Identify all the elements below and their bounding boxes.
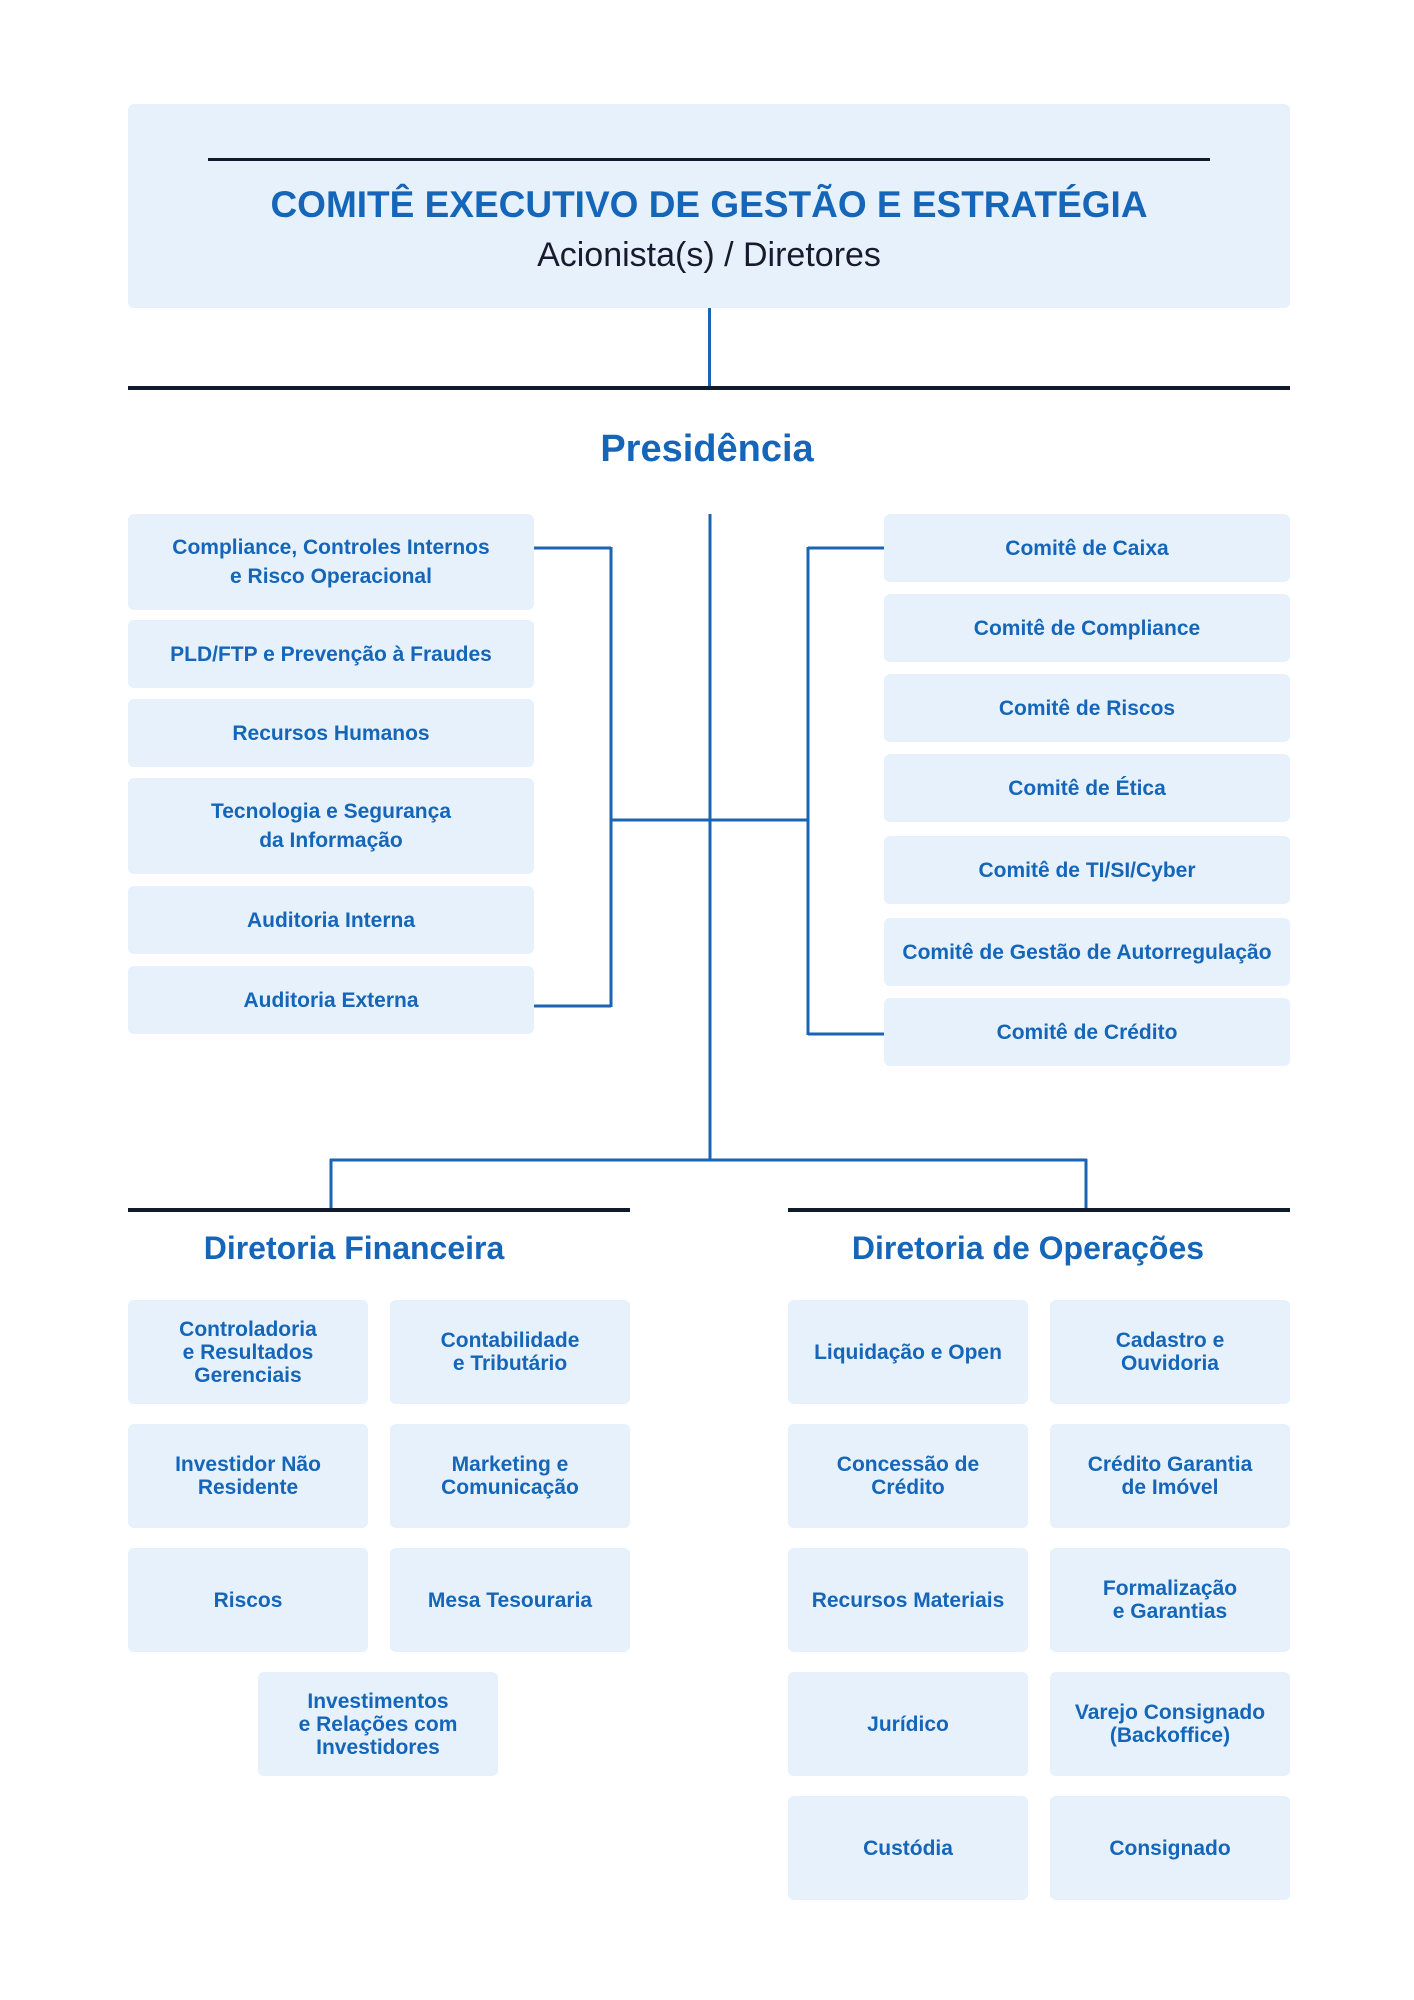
operacoes-item-label: Recursos Materiais: [811, 1588, 1005, 1612]
presidencia-left-item: Tecnologia e Segurança da Informação: [128, 778, 534, 874]
operacoes-item-label: Concessão de Crédito: [836, 1453, 980, 1499]
presidencia-right-item: Comitê de Caixa: [884, 514, 1290, 582]
financeira-title: Diretoria Financeira: [203, 1230, 505, 1266]
financeira-item-label: Mesa Tesouraria: [427, 1588, 593, 1612]
rule-financeira: [128, 1208, 630, 1212]
rule-top: [128, 386, 1290, 390]
presidencia-left-item-label: Auditoria Interna: [246, 908, 415, 932]
presidencia-right-item: Comitê de Crédito: [884, 998, 1290, 1066]
financeira-item-label: Marketing e Comunicação: [441, 1453, 579, 1499]
financeira-item-label: Contabilidade e Tributário: [440, 1329, 580, 1375]
financeira-item: Riscos: [128, 1548, 368, 1652]
presidencia-right-item: Comitê de Riscos: [884, 674, 1290, 742]
operacoes-item: Jurídico: [788, 1672, 1028, 1776]
header-subtitle: Acionista(s) / Diretores: [537, 236, 881, 274]
operacoes-item-label: Custódia: [863, 1836, 953, 1860]
operacoes-title: Diretoria de Operações: [851, 1230, 1205, 1266]
operacoes-item-label: Cadastro e Ouvidoria: [1115, 1329, 1225, 1375]
presidencia-right-item: Comitê de Compliance: [884, 594, 1290, 662]
financeira-item: Investidor Não Residente: [128, 1424, 368, 1528]
financeira-item-label: Investimentos e Relações com Investidore…: [298, 1689, 458, 1759]
operacoes-item-label: Consignado: [1109, 1836, 1231, 1860]
presidencia-right-item-label: Comitê de Compliance: [973, 616, 1201, 640]
operacoes-item: Liquidação e Open: [788, 1300, 1028, 1404]
operacoes-item: Crédito Garantia de Imóvel: [1050, 1424, 1290, 1528]
presidencia-left-item: Auditoria Interna: [128, 886, 534, 954]
presidencia-left-item-label: Auditoria Externa: [243, 988, 419, 1012]
header-title: COMITÊ EXECUTIVO DE GESTÃO E ESTRATÉGIA: [270, 184, 1148, 225]
presidencia-right-item: Comitê de Ética: [884, 754, 1290, 822]
presidencia-right-item-label: Comitê de Ética: [1008, 776, 1166, 800]
presidencia-left-item: Compliance, Controles Internos e Risco O…: [128, 514, 534, 610]
operacoes-item-label: Varejo Consignado (Backoffice): [1074, 1701, 1266, 1747]
presidencia-left-item-label: Compliance, Controles Internos e Risco O…: [172, 536, 490, 588]
financeira-item: Contabilidade e Tributário: [390, 1300, 630, 1404]
financeira-item: Investimentos e Relações com Investidore…: [258, 1672, 498, 1776]
financeira-item: Controladoria e Resultados Gerenciais: [128, 1300, 368, 1404]
rule-operacoes: [788, 1208, 1290, 1212]
presidencia-left-item-label: Tecnologia e Segurança da Informação: [210, 800, 451, 852]
operacoes-item-label: Jurídico: [867, 1712, 949, 1736]
operacoes-item-label: Liquidação e Open: [814, 1340, 1002, 1364]
financeira-item: Marketing e Comunicação: [390, 1424, 630, 1528]
header-panel: COMITÊ EXECUTIVO DE GESTÃO E ESTRATÉGIA …: [128, 104, 1290, 308]
presidencia-right-item-label: Comitê de Riscos: [998, 696, 1176, 720]
financeira-item-label: Investidor Não Residente: [175, 1453, 321, 1499]
presidencia-left-item: Auditoria Externa: [128, 966, 534, 1034]
presidencia-right-item: Comitê de Gestão de Autorregulação: [884, 918, 1290, 986]
financeira-item: Mesa Tesouraria: [390, 1548, 630, 1652]
operacoes-item-label: Formalização e Garantias: [1102, 1577, 1238, 1623]
operacoes-item: Recursos Materiais: [788, 1548, 1028, 1652]
presidencia-left-item: PLD/FTP e Prevenção à Fraudes: [128, 620, 534, 688]
presidencia-right-item-label: Comitê de Crédito: [996, 1020, 1178, 1044]
presidencia-right-item-label: Comitê de Gestão de Autorregulação: [902, 940, 1272, 964]
operacoes-item: Consignado: [1050, 1796, 1290, 1900]
operacoes-item: Varejo Consignado (Backoffice): [1050, 1672, 1290, 1776]
financeira-item-label: Riscos: [213, 1588, 283, 1612]
presidencia-left-item-label: PLD/FTP e Prevenção à Fraudes: [170, 642, 492, 666]
operacoes-item: Custódia: [788, 1796, 1028, 1900]
header-divider: [208, 158, 1210, 161]
operacoes-item: Cadastro e Ouvidoria: [1050, 1300, 1290, 1404]
presidencia-right-item-label: Comitê de Caixa: [1005, 536, 1169, 560]
presidencia-right-item: Comitê de TI/SI/Cyber: [884, 836, 1290, 904]
operacoes-item-label: Crédito Garantia de Imóvel: [1087, 1453, 1253, 1499]
presidencia-left-item-label: Recursos Humanos: [232, 721, 430, 745]
connector-header: [708, 308, 711, 386]
presidencia-title: Presidência: [600, 428, 814, 470]
presidencia-right-item-label: Comitê de TI/SI/Cyber: [978, 858, 1196, 882]
operacoes-item: Formalização e Garantias: [1050, 1548, 1290, 1652]
presidencia-left-item: Recursos Humanos: [128, 699, 534, 767]
financeira-item-label: Controladoria e Resultados Gerenciais: [179, 1317, 317, 1387]
operacoes-item: Concessão de Crédito: [788, 1424, 1028, 1528]
